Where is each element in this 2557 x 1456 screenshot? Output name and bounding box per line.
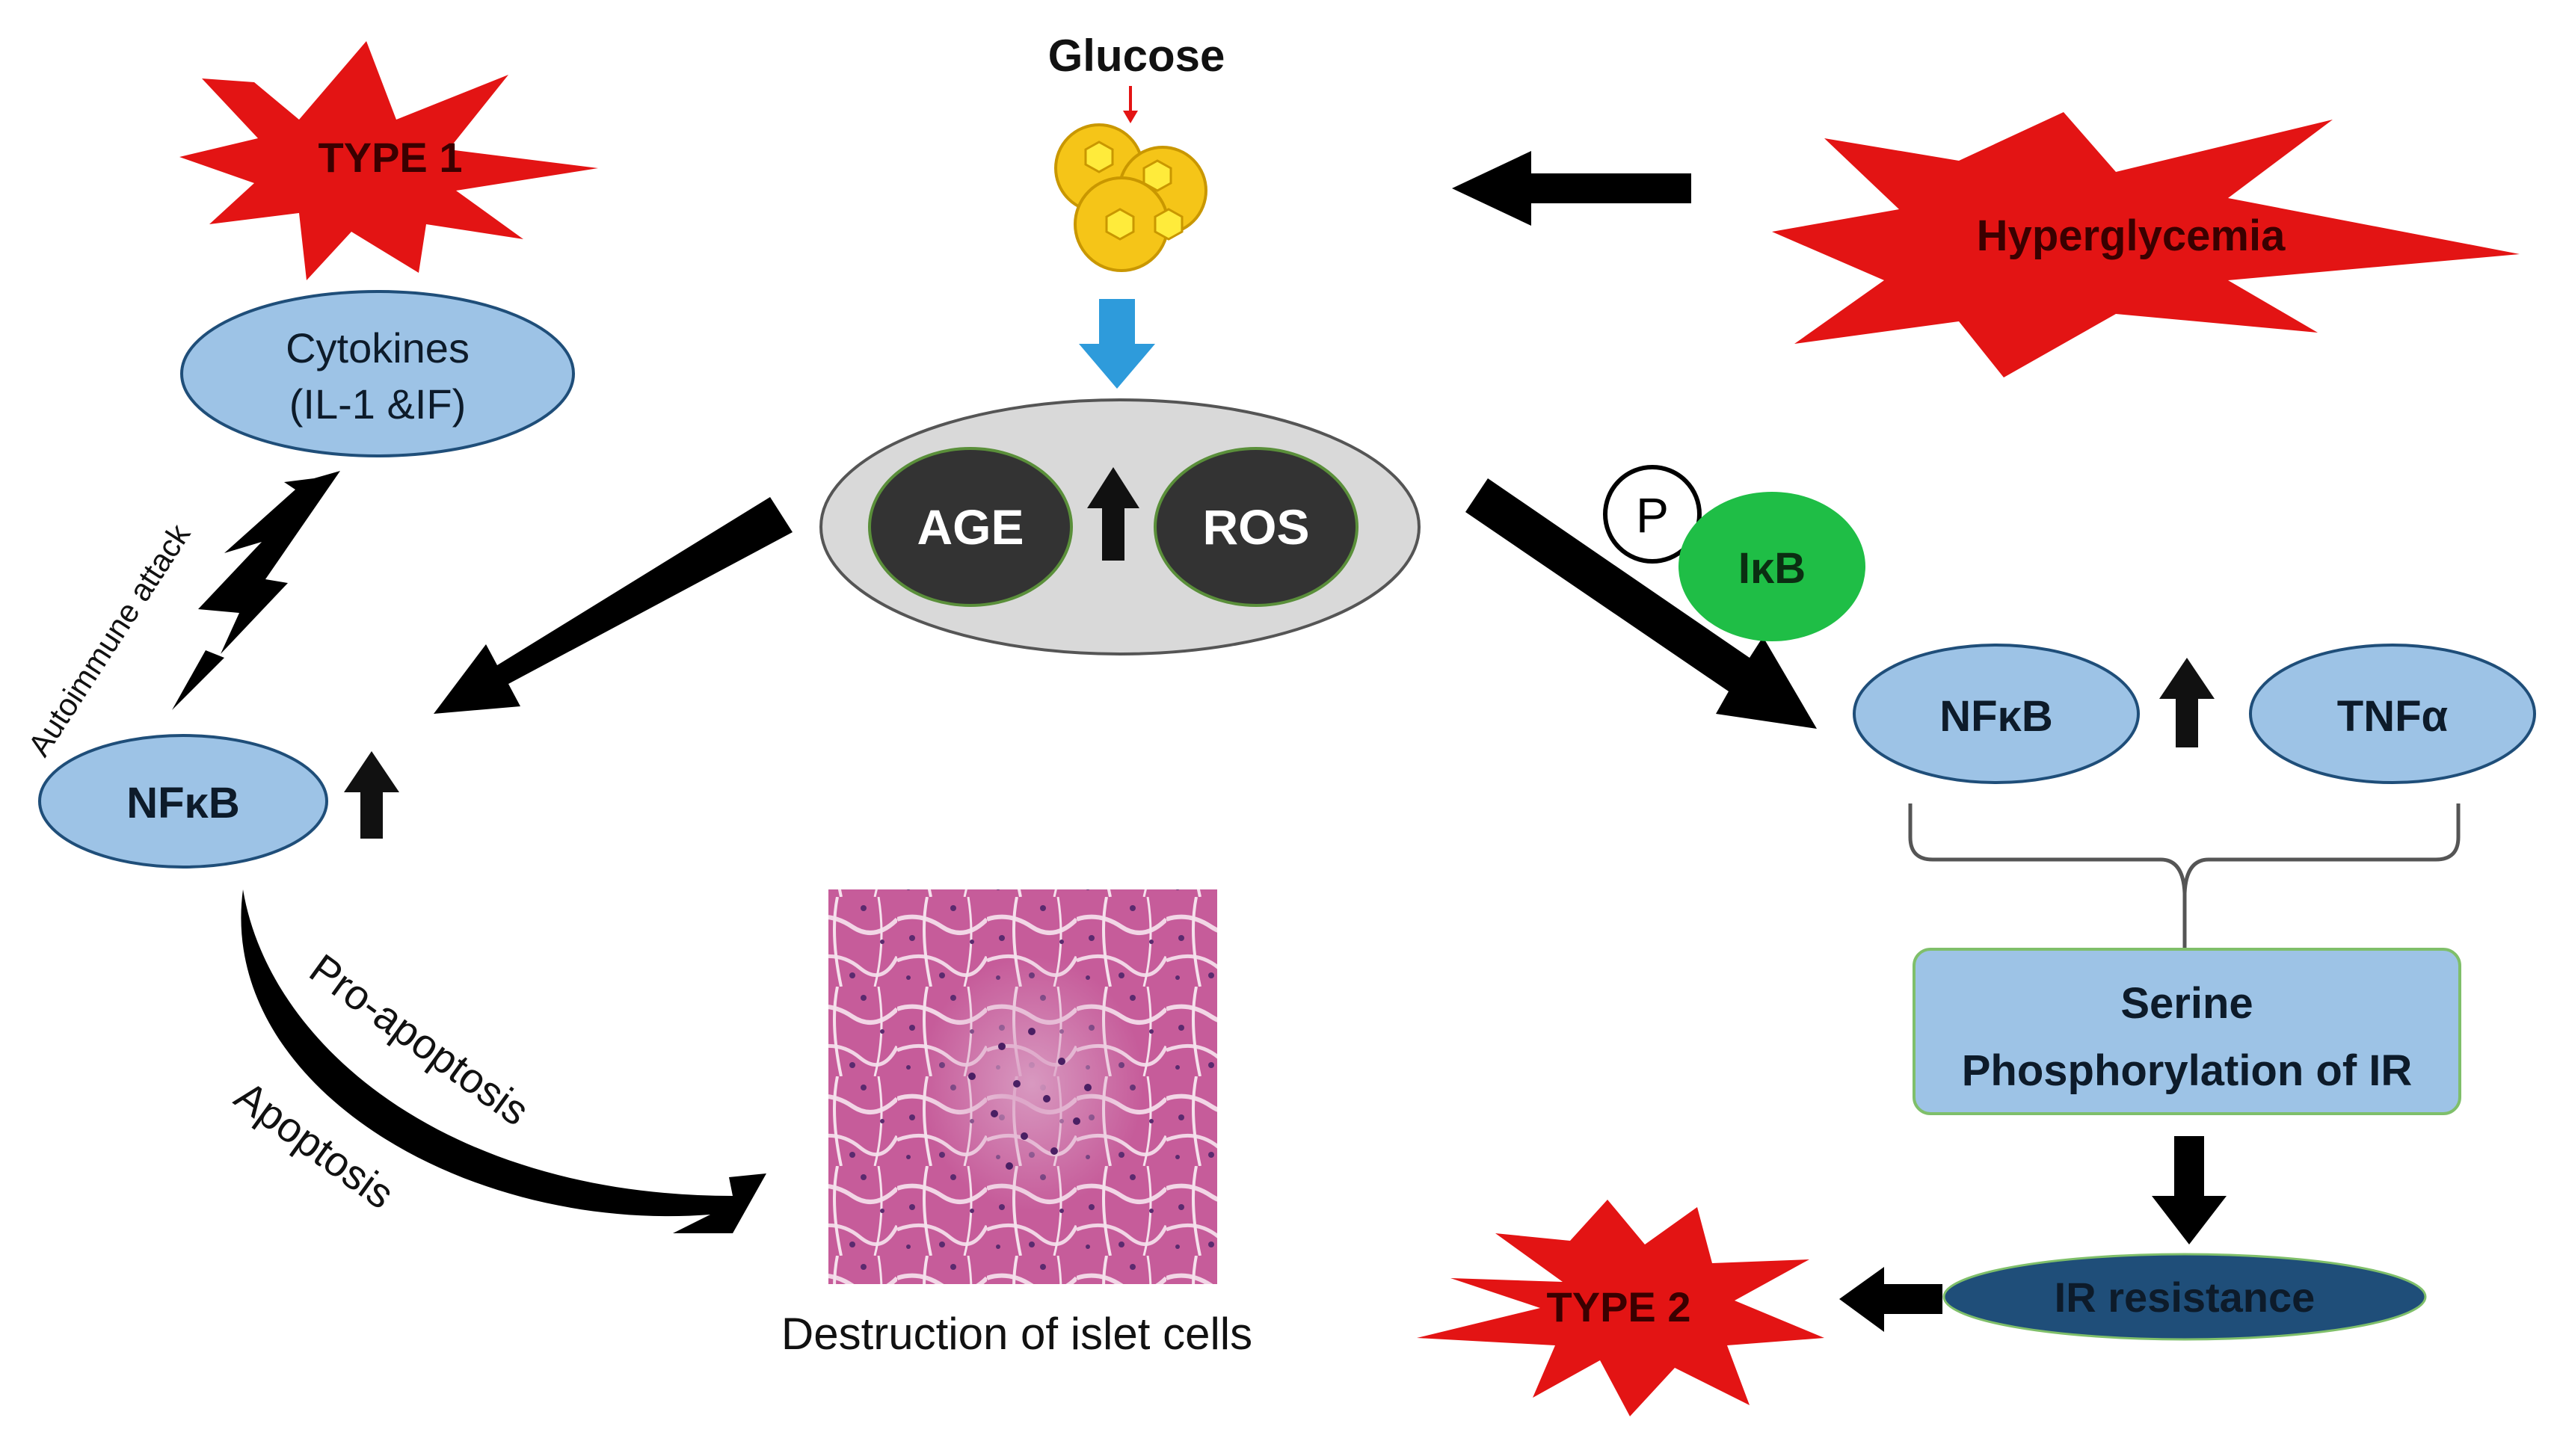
serine-label-line1: Serine bbox=[2120, 979, 2253, 1028]
apoptosis-curved-arrow bbox=[241, 889, 766, 1233]
glucose-red-arrow-head bbox=[1123, 111, 1138, 123]
phosphate-circle bbox=[1603, 465, 1702, 564]
islet-caption: Destruction of islet cells bbox=[781, 1309, 1252, 1359]
type1-burst bbox=[179, 41, 598, 280]
autoimmune-label: Autoimmune attack bbox=[21, 517, 197, 762]
type2-label: TYPE 2 bbox=[1547, 1283, 1691, 1330]
nfkb-left-label: NFκB bbox=[126, 779, 240, 827]
ros-to-nfkb-right-arrow bbox=[1465, 478, 1817, 729]
glucose-molecules-icon bbox=[1054, 123, 1207, 272]
hyperglycemia-burst bbox=[1772, 112, 2520, 377]
pro-apoptosis-label: Pro-apoptosis bbox=[301, 945, 538, 1135]
ir-to-type2-arrow bbox=[1839, 1267, 1942, 1332]
hyperglycemia-to-glucose-arrow bbox=[1452, 151, 1691, 226]
islet-tissue-image bbox=[828, 889, 1217, 1284]
serine-label-line2: Phosphorylation of IR bbox=[1962, 1046, 2413, 1095]
cytokines-oval bbox=[180, 290, 575, 457]
autoimmune-lightning-icon bbox=[198, 471, 340, 654]
autoimmune-lightning-tip bbox=[172, 650, 224, 710]
hyperglycemia-label: Hyperglycemia bbox=[1977, 212, 2286, 260]
cytokines-label-line2: (IL-1 &IF) bbox=[289, 380, 466, 428]
type2-burst bbox=[1417, 1200, 1824, 1416]
ikb-label: IκB bbox=[1738, 544, 1806, 593]
ir-resistance-oval bbox=[1942, 1253, 2427, 1341]
age-label: AGE bbox=[917, 499, 1024, 555]
phosphate-label: P bbox=[1636, 487, 1669, 543]
type1-label: TYPE 1 bbox=[319, 134, 463, 181]
ros-label: ROS bbox=[1202, 499, 1309, 555]
increase-arrow-left bbox=[344, 751, 399, 839]
tnf-oval bbox=[2249, 644, 2536, 784]
ikb-oval bbox=[1678, 492, 1865, 641]
tnf-label: TNFα bbox=[2337, 692, 2449, 741]
nfkb-right-oval bbox=[1853, 644, 2140, 784]
increase-arrow-center bbox=[1087, 467, 1139, 561]
glucose-label: Glucose bbox=[1048, 31, 1225, 81]
ros-to-nfkb-left-arrow bbox=[434, 497, 793, 714]
serine-phosphorylation-box bbox=[1913, 948, 2461, 1115]
age-circle bbox=[868, 447, 1073, 607]
serine-to-ir-arrow bbox=[2152, 1136, 2227, 1244]
cytokines-label-line1: Cytokines bbox=[286, 324, 470, 371]
blue-down-arrow bbox=[1079, 299, 1155, 389]
nfkb-right-label: NFκB bbox=[1939, 692, 2053, 741]
ir-resistance-label: IR resistance bbox=[2055, 1274, 2316, 1321]
increase-arrow-right bbox=[2159, 658, 2215, 747]
nfkb-left-oval bbox=[38, 734, 328, 869]
bracket bbox=[1908, 803, 2461, 894]
ros-circle bbox=[1154, 447, 1358, 607]
